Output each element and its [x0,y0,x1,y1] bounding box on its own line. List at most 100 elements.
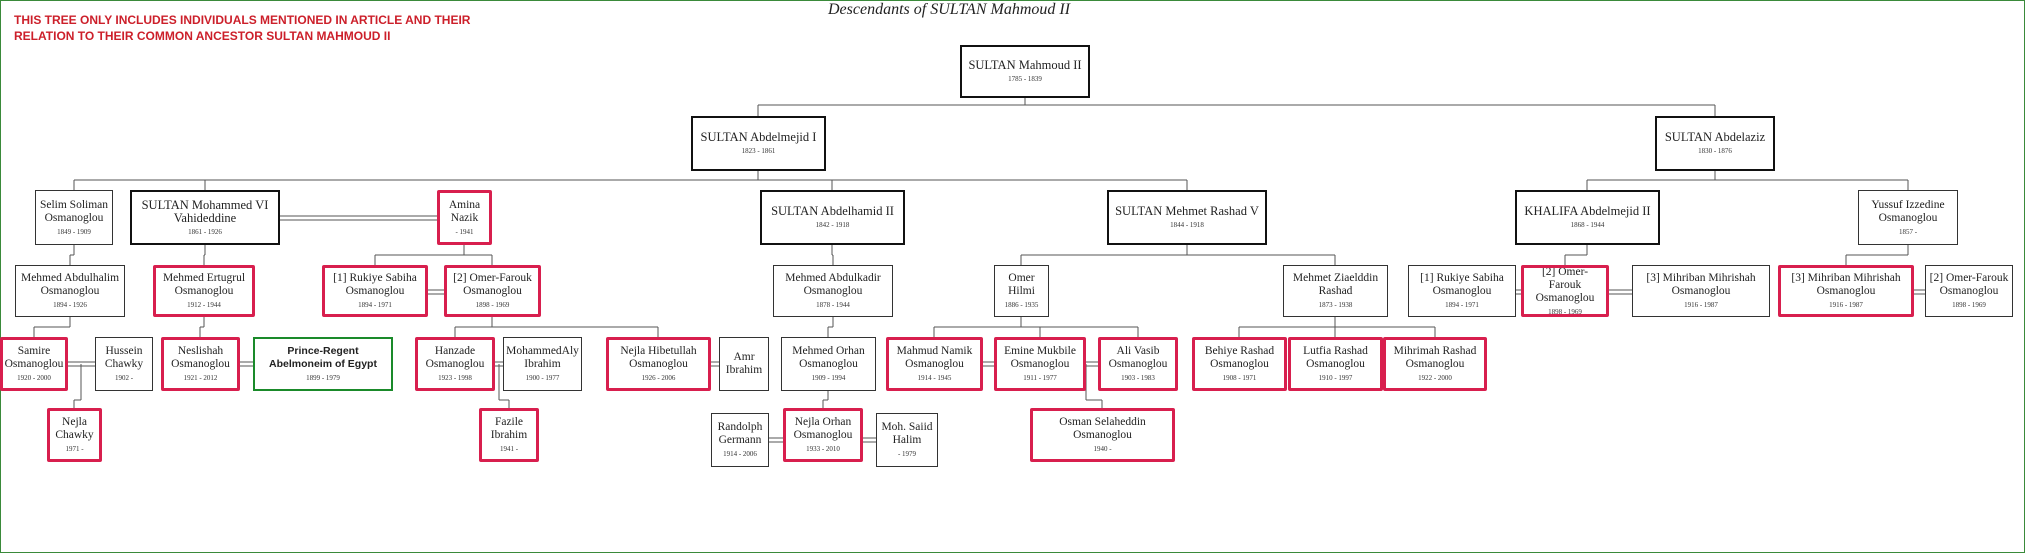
person-name-line: Chawky [55,429,94,441]
person-name-line: Mehmed Abdulkadir [785,272,881,284]
person-dates: 1909 - 1994 [811,374,846,382]
person-name-line: Hanzade [434,345,476,357]
tree-note: THIS TREE ONLY INCLUDES INDIVIDUALS MENT… [14,12,574,44]
note-line-2: RELATION TO THEIR COMMON ANCESTOR SULTAN… [14,29,391,43]
person-dates: 1849 - 1909 [57,227,91,236]
person-name-line: Nejla Hibetullah [620,345,697,357]
person-dates: 1899 - 1979 [306,374,340,382]
person-dates: 1941 - [499,445,519,453]
person-name-line: Mihrimah Rashad [1393,345,1477,357]
person-name-line: Osmanoglou [1108,358,1168,370]
person-name-line: [1] Rukiye Sabiha [333,272,417,284]
person-name-line: Osmanoglou [1816,285,1876,297]
person-name-line: Osmanoglou [905,358,964,370]
person-name-line: Selim Soliman [39,198,109,211]
note-line-1: THIS TREE ONLY INCLUDES INDIVIDUALS MENT… [14,13,471,27]
person-name-line: Osmanoglou [629,358,688,370]
person-name-line: Osmanoglou [44,211,104,224]
person-name-line: Vahideddine [173,210,237,225]
person-name-line: Osmanoglou [803,285,863,297]
person-name-line: SULTAN Mehmet Rashad V [1115,204,1259,218]
person-name-line: Osmanoglou [1939,285,1999,297]
person-name-line: Lutfia Rashad [1303,345,1368,357]
person-dates: 1785 - 1839 [1008,75,1042,83]
person-name-line: Randolph [717,421,763,433]
person-name-line: SULTAN Abdelmejid I [700,130,817,144]
person-name-line: Mahmud Namik [896,345,973,357]
person-name-line: Emine Mukbile [1004,345,1076,357]
person-name-line: Osman Selaheddin [1059,416,1146,428]
person-name-line: Hilmi [1008,285,1035,297]
person-name-line: Osmanoglou [1878,211,1938,224]
person-dates: - 1941 [455,227,474,236]
person-name-line: Prince-Regent [287,345,359,357]
person-name-line: Yussuf Izzedine [1871,198,1945,211]
person-name-line: SULTAN Abdelaziz [1664,130,1766,144]
person-name-line: Osmanoglou [799,358,858,370]
person-name-line: Mehmed Abdulhalim [20,272,120,284]
person-name-line: Behiye Rashad [1204,345,1275,357]
person-name-line: Osmanoglou [1535,291,1595,304]
person-name-line: Abelmoneim of Egypt [269,358,377,370]
person-dates: 1923 - 1998 [438,374,472,382]
person-dates: 1898 - 1969 [1548,307,1582,316]
person-dates: 1971 - [65,445,84,453]
person-name-line: Nazik [450,211,479,224]
person-name-line: Omer [1008,272,1035,284]
person-dates: 1910 - 1997 [1318,374,1353,382]
person-name-line: Halim [892,434,922,446]
person-name-line: Nejla Orhan [794,416,852,428]
person-name-line: Germann [718,434,762,446]
person-name-line: Neslishah [177,345,224,357]
person-name-line: MohammedAly [506,345,579,357]
person-name-line: Osmanoglou [463,285,522,297]
person-name-line: Samire [17,345,51,357]
person-dates: 1921 - 2012 [183,374,218,382]
person-name-line: [2] Omer-Farouk [453,272,532,284]
person-name-line: Nejla [62,416,87,428]
person-dates: 1912 - 1944 [187,301,221,309]
person-dates: 1920 - 2000 [17,374,51,382]
person-name-line: Ibrahim [490,429,528,441]
person-dates: 1878 - 1944 [816,301,850,309]
person-name-line: [3] Mihriban Mihrishah [1646,272,1756,284]
person-dates: 1873 - 1938 [1318,301,1353,309]
person-dates: 1842 - 1918 [815,221,850,229]
person-dates: 1914 - 1945 [917,374,952,382]
person-name-line: Chawky [104,358,144,370]
person-name-line: Osmanoglou [345,285,405,297]
person-name-line: Mehmet Ziaelddin [1292,272,1379,284]
person-name-line: [3] Mihriban Mihrishah [1791,272,1901,284]
person-name-line: Amr [733,351,755,363]
person-dates: 1926 - 2006 [641,374,676,382]
person-dates: 1886 - 1935 [1004,301,1039,309]
person-name-line: Osmanoglou [1073,429,1132,441]
person-dates: 1922 - 2000 [1418,374,1452,382]
